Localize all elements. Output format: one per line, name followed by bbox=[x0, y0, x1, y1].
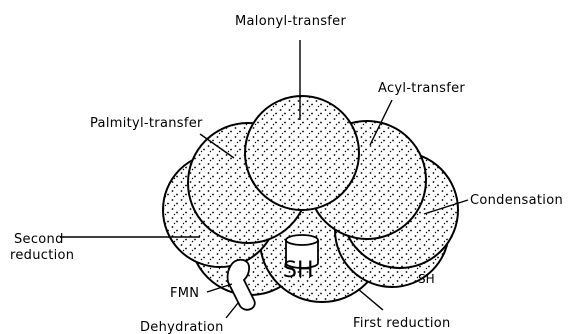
label-acyl-transfer: Acyl-transfer bbox=[378, 81, 465, 96]
label-condensation: Condensation bbox=[470, 193, 563, 208]
label-second-reduction-line2: reduction bbox=[10, 248, 74, 263]
label-first-reduction: First reduction bbox=[353, 316, 451, 331]
sphere-malonyl-transfer bbox=[245, 96, 359, 210]
label-sh-center: SH bbox=[283, 258, 314, 283]
label-second-reduction-line1: Second bbox=[14, 232, 64, 247]
label-malonyl-transfer: Malonyl-transfer bbox=[235, 14, 346, 29]
label-dehydration: Dehydration bbox=[140, 320, 224, 334]
label-sh-right: SH bbox=[418, 272, 435, 286]
leader-first-reduction bbox=[358, 289, 383, 310]
leader-dehydration bbox=[226, 303, 238, 318]
label-fmn: FMN bbox=[170, 286, 199, 301]
label-palmityl-transfer: Palmityl-transfer bbox=[90, 116, 203, 131]
